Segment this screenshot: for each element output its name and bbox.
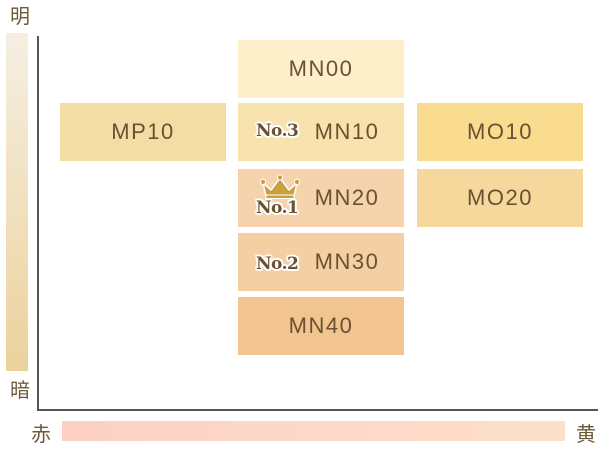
brightness-gradient-bar xyxy=(6,33,28,371)
axis-label-dark: 暗 xyxy=(10,378,30,402)
rank-badge-2: No.2 xyxy=(256,254,299,274)
axis-label-red: 赤 xyxy=(31,422,51,446)
axis-label-yellow: 黄 xyxy=(576,422,596,446)
x-axis-line xyxy=(37,409,598,411)
y-axis-line xyxy=(37,36,39,410)
swatch-code: MN00 xyxy=(288,56,354,81)
swatch-code: MN40 xyxy=(288,313,354,338)
rank-badge-3: No.3 xyxy=(256,121,299,141)
swatch-mn40[interactable]: MN40 xyxy=(238,297,404,355)
swatch-code: MN20 xyxy=(314,185,380,210)
swatch-mn30[interactable]: MN30 xyxy=(238,233,404,291)
swatch-code: MN30 xyxy=(314,249,380,274)
crown-icon xyxy=(260,174,300,199)
axis-label-bright: 明 xyxy=(10,4,30,28)
swatch-mo20[interactable]: MO20 xyxy=(417,169,583,227)
swatch-mo10[interactable]: MO10 xyxy=(417,103,583,161)
swatch-mn10[interactable]: MN10 xyxy=(238,103,404,161)
swatch-code: MP10 xyxy=(111,119,175,144)
swatch-code: MO20 xyxy=(467,185,533,210)
swatch-mn00[interactable]: MN00 xyxy=(238,40,404,98)
hue-gradient-bar xyxy=(62,421,565,441)
swatch-code: MO10 xyxy=(467,119,533,144)
swatch-code: MN10 xyxy=(314,119,380,144)
swatch-mp10[interactable]: MP10 xyxy=(60,103,226,161)
rank-badge-1: No.1 xyxy=(256,198,299,218)
